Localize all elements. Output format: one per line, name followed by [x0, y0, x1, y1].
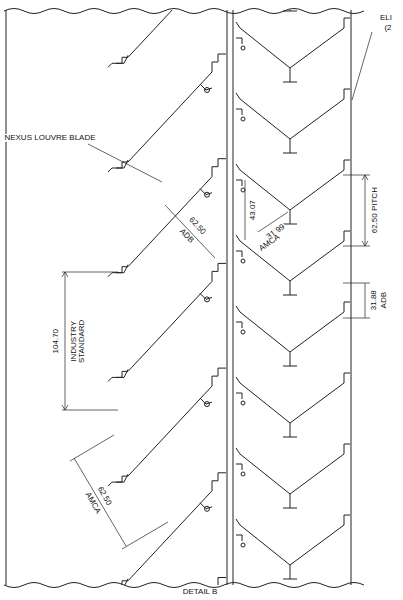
chevron-blade — [236, 231, 350, 295]
blade-clip — [241, 46, 245, 50]
chevron-blade — [236, 89, 350, 153]
chevron-blade — [236, 18, 350, 82]
note-label: ELI — [379, 14, 393, 22]
note-label: DETAIL B — [182, 588, 219, 596]
dimension-lines — [62, 32, 372, 549]
blade-clip — [241, 330, 245, 334]
dimension-label: INDUSTRY STANDARD — [70, 318, 87, 364]
blade-clip — [205, 297, 210, 302]
louvre-blade — [108, 54, 226, 172]
louvre-blade — [108, 159, 226, 277]
frame-line — [227, 10, 228, 585]
part-label: NEXUS LOUVRE BLADE — [3, 134, 96, 142]
frame-line — [6, 10, 7, 585]
chevron-blade — [236, 160, 350, 224]
blade-clip — [241, 472, 245, 476]
louvre-blade — [108, 473, 226, 585]
chevron-blade — [236, 302, 350, 366]
blade-clip — [205, 402, 210, 407]
dimension-label: 31.88 — [370, 289, 378, 311]
dimension-label: ADB — [380, 291, 388, 309]
leader-line — [352, 32, 372, 100]
chevron-blade — [236, 10, 350, 11]
blade-clip — [205, 506, 210, 511]
louvre-blade — [108, 578, 226, 586]
louvre-blade — [108, 10, 226, 67]
frame-line — [233, 10, 234, 585]
break-line — [4, 583, 364, 588]
blade-clip — [241, 259, 245, 263]
chevron-blades — [236, 10, 350, 585]
leader-line — [88, 144, 162, 182]
dimension-label: 104.70 — [52, 328, 60, 354]
note-label: (2 — [383, 24, 392, 32]
blade-clip — [241, 543, 245, 547]
chevron-blade — [236, 515, 350, 579]
louvre-blade — [108, 368, 226, 486]
dimension-label: AMCA — [257, 232, 282, 253]
louvre-blades — [108, 10, 226, 585]
dimension-label: 62.50 PITCH — [371, 186, 379, 234]
dimension-label: 43.07 — [249, 199, 257, 221]
blade-clip — [205, 88, 210, 93]
dimension-label: ADB — [177, 226, 196, 245]
blade-clip — [241, 401, 245, 405]
chevron-blade — [236, 444, 350, 508]
frame-line — [351, 10, 352, 585]
break-line — [4, 9, 364, 14]
chevron-blade — [236, 373, 350, 437]
blade-clip — [205, 192, 210, 197]
blade-clip — [241, 117, 245, 121]
blade-clip — [241, 188, 245, 192]
louvre-blade — [108, 263, 226, 381]
